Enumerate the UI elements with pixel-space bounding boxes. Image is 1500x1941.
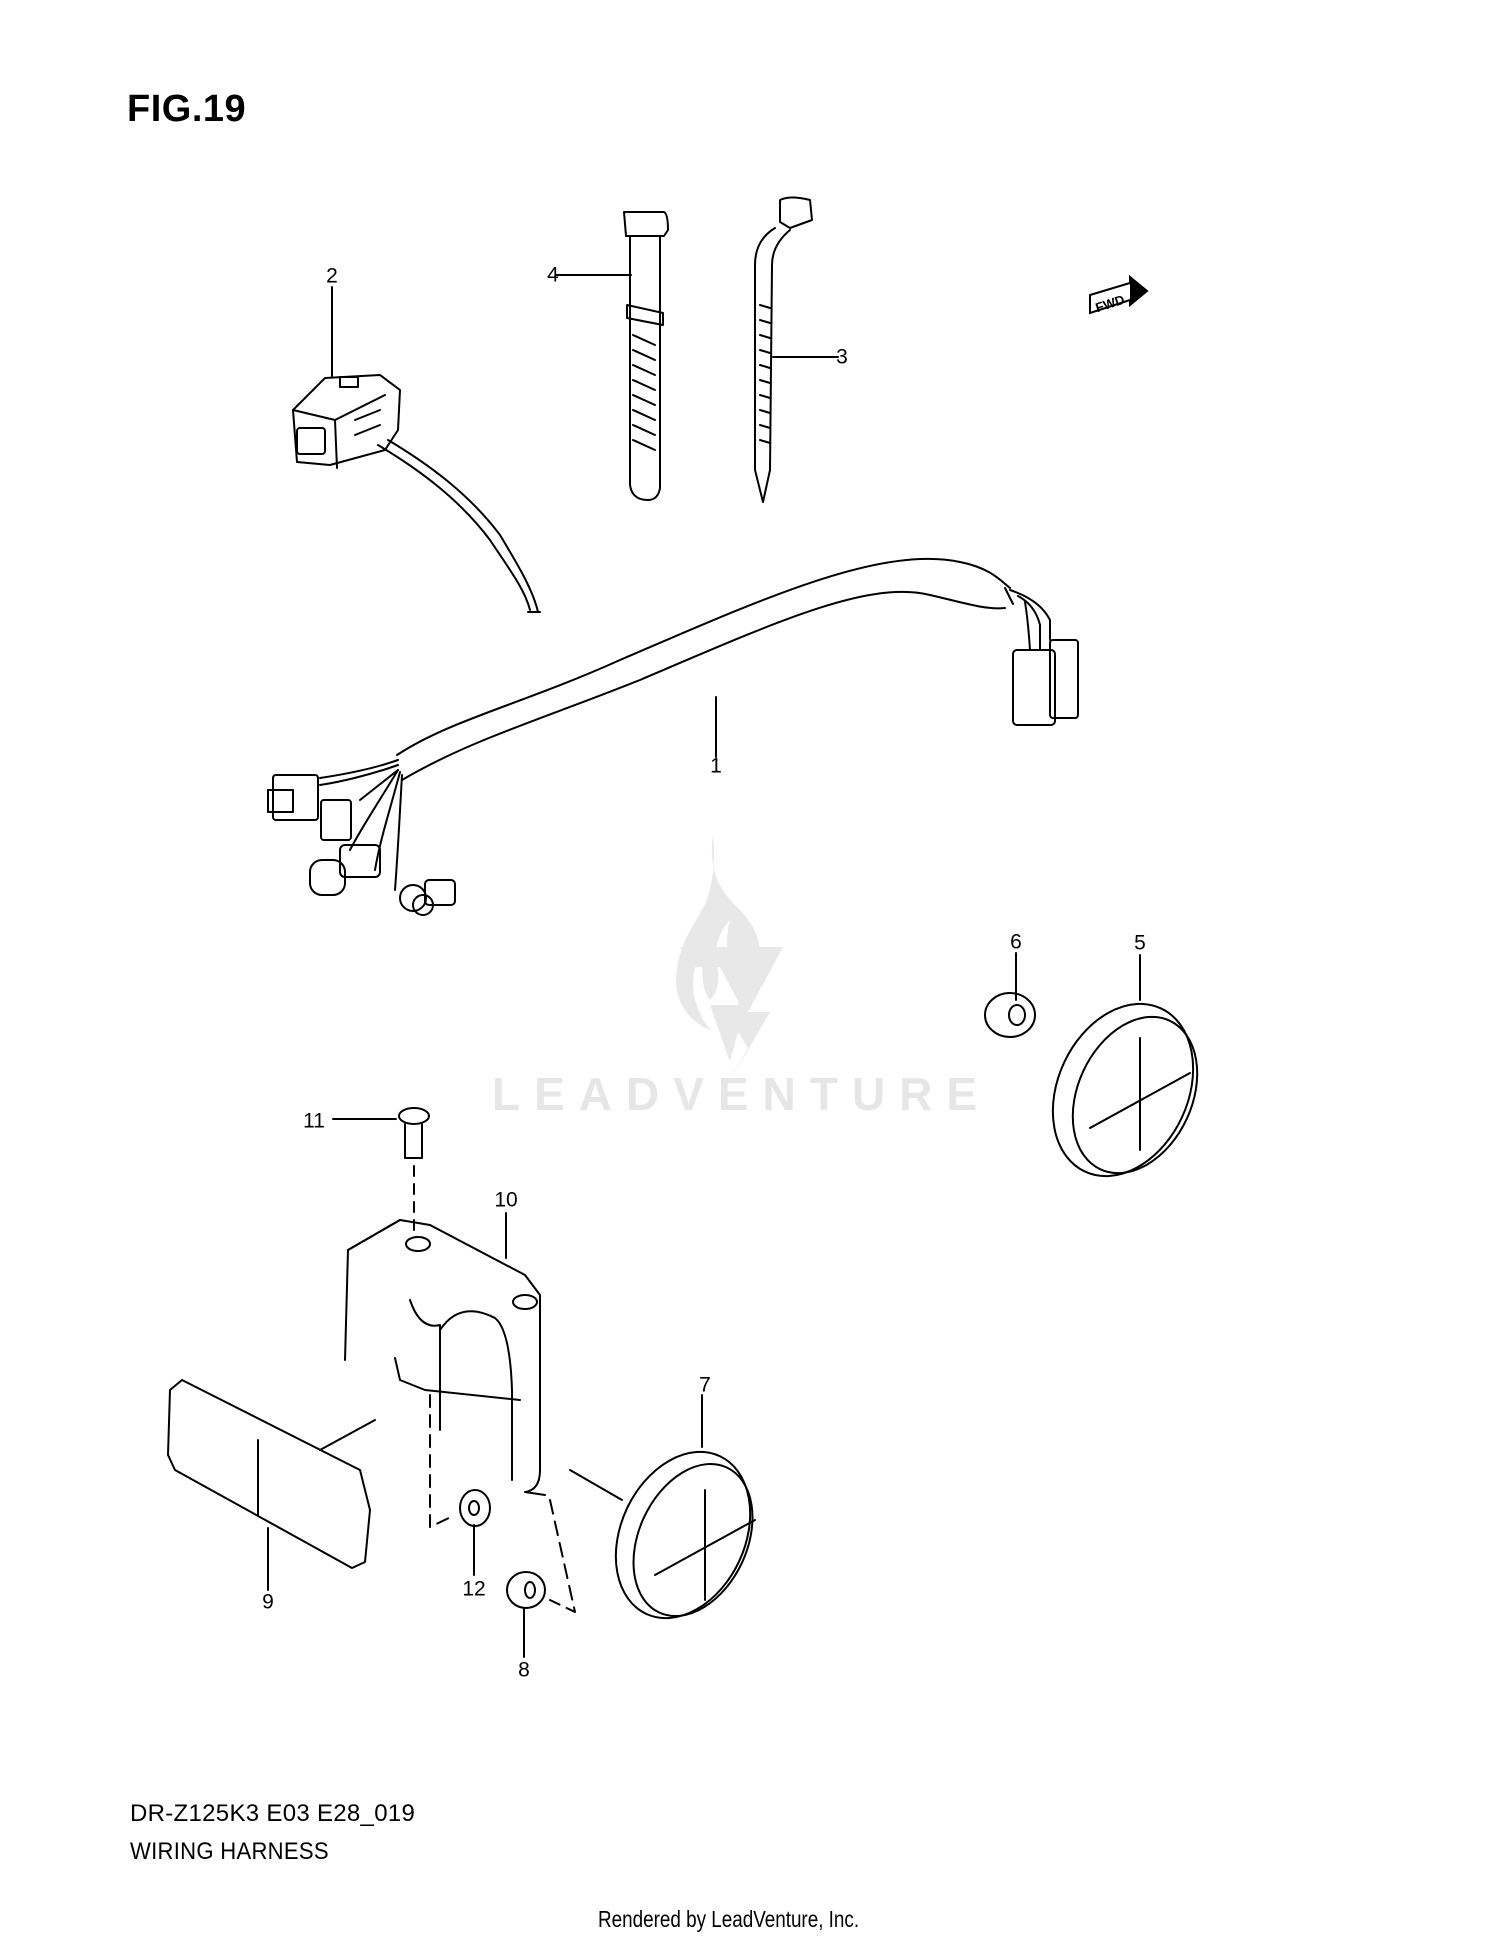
callout-9: 9 [262, 1590, 274, 1614]
bracket-part-10 [344, 1212, 546, 1496]
watermark-text: LEADVENTURE [492, 1068, 992, 1120]
callout-11: 11 [303, 1109, 325, 1133]
callout-2: 2 [326, 264, 338, 288]
connector-lead-part-2 [292, 286, 541, 613]
screw-part-11 [332, 1107, 430, 1231]
callout-6: 6 [1010, 930, 1022, 954]
forward-direction-icon: FWD [1085, 274, 1155, 330]
section-name: WIRING HARNESS [130, 1838, 329, 1865]
round-reflector-part-5 [1051, 954, 1199, 1178]
model-code: DR-Z125K3 E03 E28_019 [130, 1800, 416, 1827]
cable-tie-part-3 [754, 196, 839, 503]
callout-3: 3 [836, 345, 848, 369]
callout-10: 10 [494, 1188, 518, 1212]
callout-8: 8 [518, 1658, 530, 1682]
callout-5: 5 [1134, 931, 1146, 955]
nut-part-8 [506, 1499, 576, 1658]
nut-part-12 [429, 1394, 491, 1576]
clamp-band-part-4 [555, 211, 669, 501]
rendered-by-credit: Rendered by LeadVenture, Inc. [598, 1906, 860, 1932]
figure-title: FIG.19 [127, 88, 247, 130]
round-reflector-part-7 [569, 1394, 756, 1620]
callout-1: 1 [710, 754, 722, 778]
callout-12: 12 [462, 1577, 486, 1601]
nut-part-6 [984, 952, 1036, 1038]
rect-reflector-part-9 [167, 1379, 376, 1591]
callout-4: 4 [547, 263, 559, 287]
callout-7: 7 [699, 1373, 711, 1397]
wiring-harness-part-1 [267, 557, 1079, 916]
